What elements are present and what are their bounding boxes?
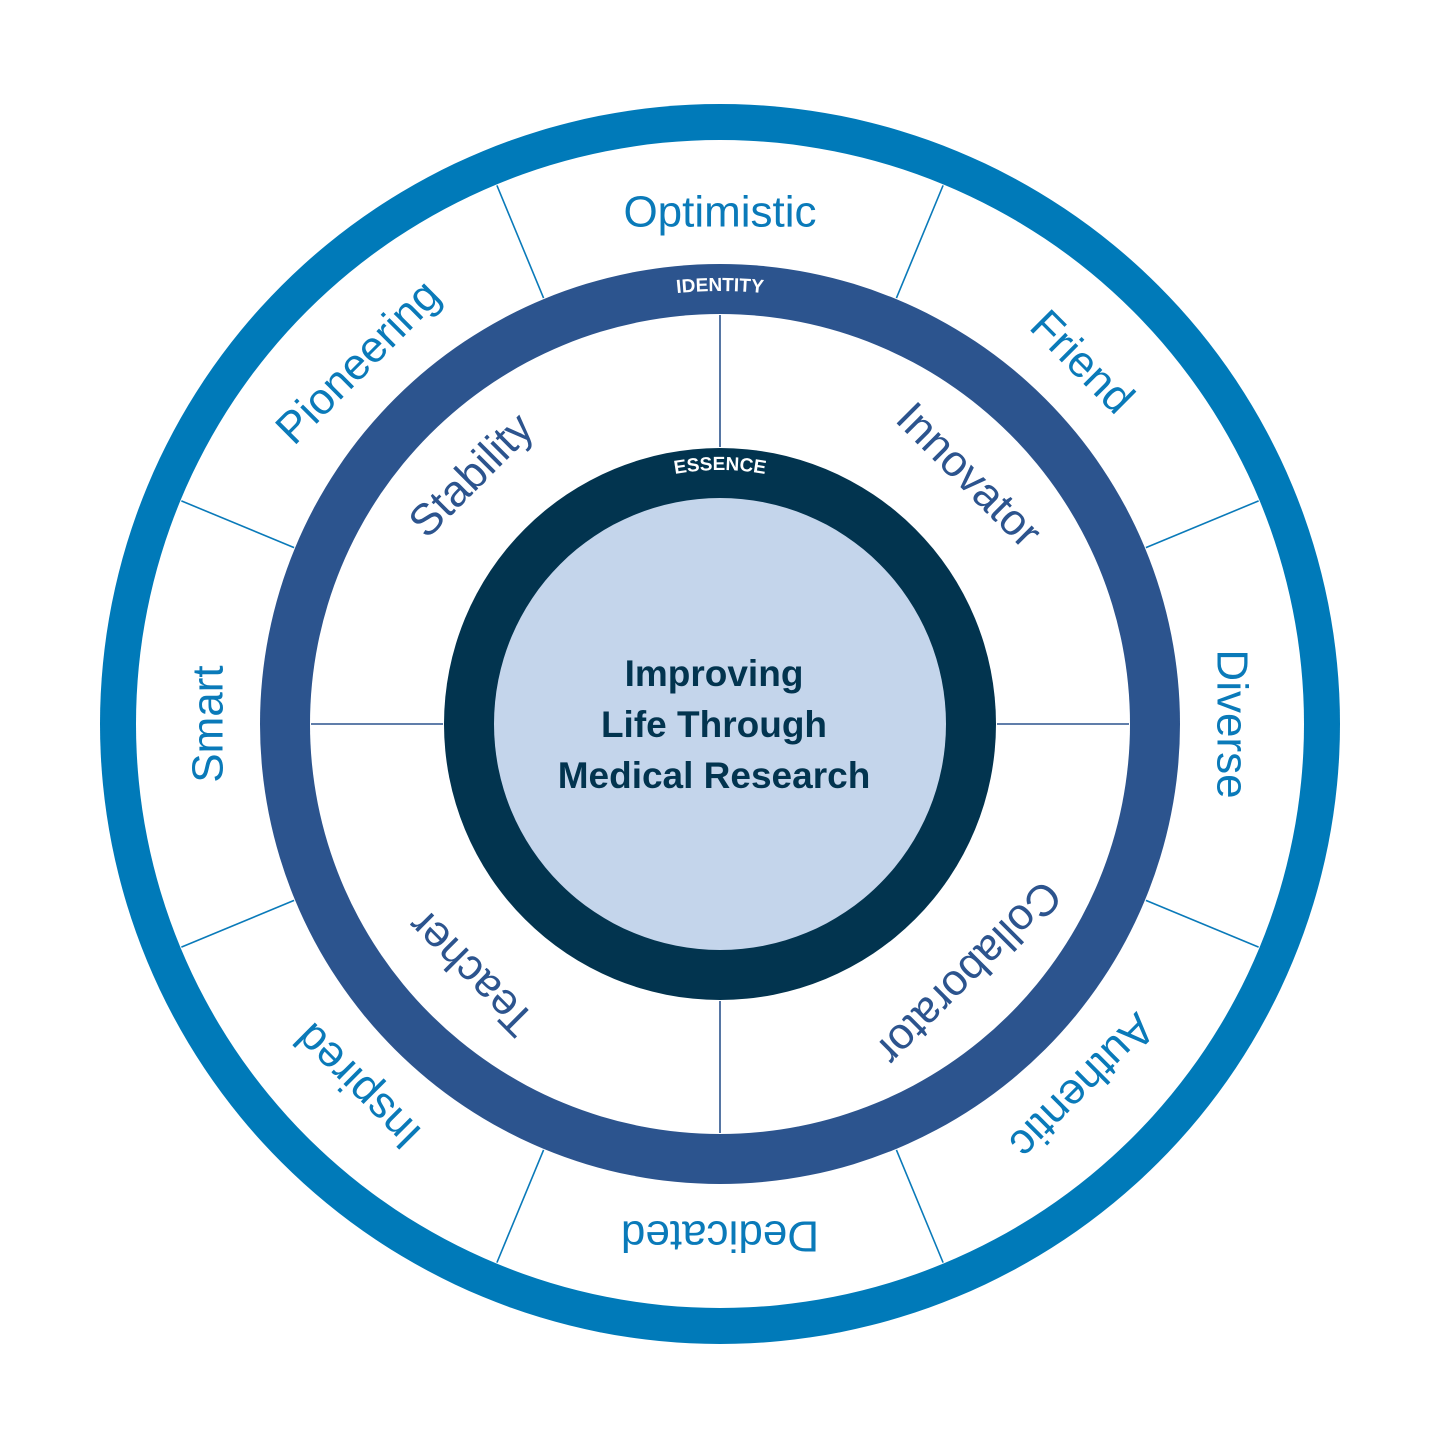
personality-divider-6 <box>181 899 295 948</box>
identity-ring-label: IDENTITY <box>675 275 765 298</box>
essence-line-1: Improving <box>625 653 804 694</box>
identity-dividers <box>311 315 1129 1133</box>
personality-divider-1 <box>895 185 944 299</box>
essence-line-2: Life Through <box>601 704 827 745</box>
personality-divider-5 <box>496 1149 545 1263</box>
personality-dividers <box>181 185 1259 1263</box>
essence-line-3: Medical Research <box>558 755 871 796</box>
personality-divider-4 <box>895 1149 944 1263</box>
trait-optimistic: Optimistic <box>623 188 816 237</box>
essence-center <box>494 498 946 950</box>
trait-dedicated: Dedicated <box>621 1212 819 1261</box>
personality-ring-label: PERSONALITY <box>650 141 788 166</box>
trait-smart: Smart <box>184 665 233 782</box>
personality-divider-3 <box>1145 899 1259 948</box>
trait-diverse: Diverse <box>1208 649 1257 798</box>
personality-divider-7 <box>181 500 295 549</box>
personality-divider-2 <box>1145 500 1259 549</box>
essence-ring-label: ESSENCE <box>672 454 767 479</box>
personality-divider-8 <box>496 185 545 299</box>
essence-statement: Improving Life Through Medical Research <box>558 653 871 796</box>
